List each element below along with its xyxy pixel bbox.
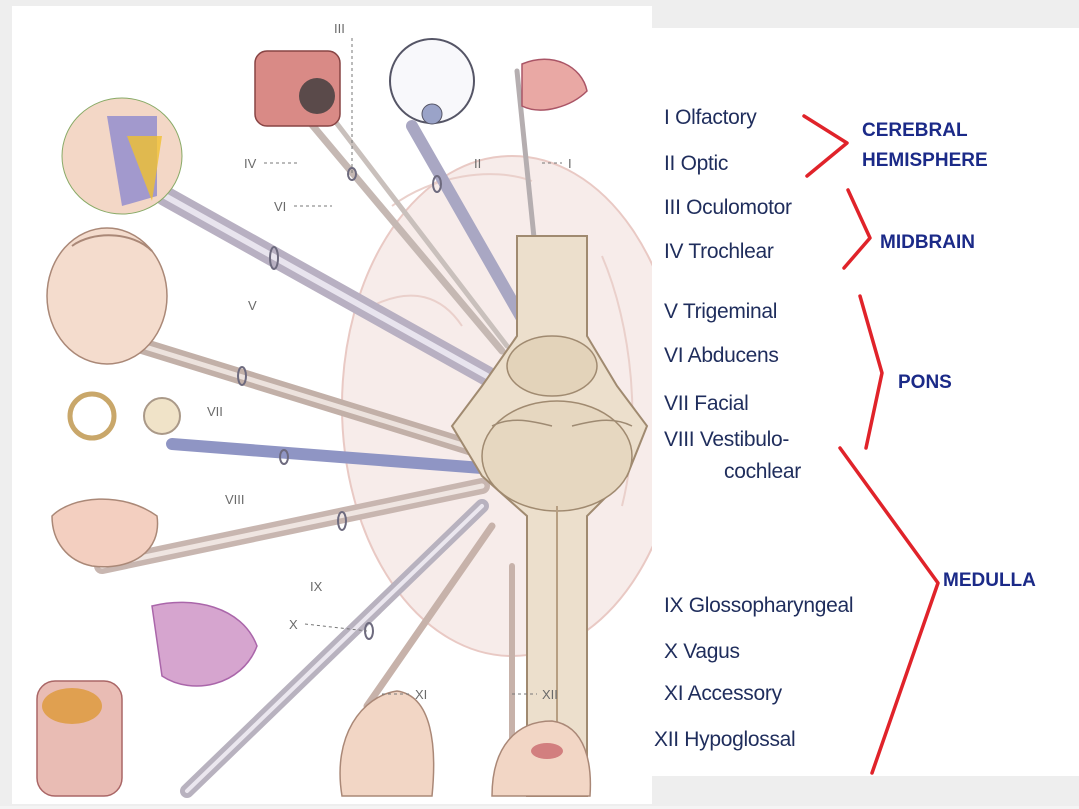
nerve-legend-panel: I Olfactory II Optic III Oculomotor IV T… xyxy=(652,28,1079,776)
viscera-sketch xyxy=(37,602,257,796)
illustration-drawing: III IV VI II I V VII VIII IX X XI XII xyxy=(12,6,652,804)
nerve-label-optic: II Optic xyxy=(664,152,728,175)
region-label-midbrain: MIDBRAIN xyxy=(880,232,975,253)
numeral-vii: VII xyxy=(207,404,223,419)
nasal-sketch xyxy=(522,59,587,110)
bracket-pons xyxy=(860,296,882,448)
mouth-sketch xyxy=(52,499,158,567)
bracket-cerebral xyxy=(804,116,847,176)
region-label-hemisphere: HEMISPHERE xyxy=(862,150,988,171)
nerve-legend: I Olfactory II Optic III Oculomotor IV T… xyxy=(652,28,1079,776)
numeral-viii: VIII xyxy=(225,492,245,507)
nerve-label-vestibulocochlear-line2: cochlear xyxy=(724,460,801,483)
numeral-v: V xyxy=(248,298,257,313)
orbit-sketch xyxy=(255,51,340,126)
numeral-iii: III xyxy=(334,21,345,36)
ear-sketch xyxy=(70,394,180,438)
nerve-label-accessory: XI Accessory xyxy=(664,682,783,705)
bracket-medulla xyxy=(840,448,938,773)
nerve-label-glossopharyngeal: IX Glossopharyngeal xyxy=(664,594,853,617)
cranial-nerve-illustration: III IV VI II I V VII VIII IX X XI XII xyxy=(12,6,652,804)
region-brackets xyxy=(804,116,938,773)
nerve-label-facial: VII Facial xyxy=(664,392,749,415)
tongue-sketch xyxy=(492,721,590,796)
nerve-label-trochlear: IV Trochlear xyxy=(664,240,774,263)
numeral-iv: IV xyxy=(244,156,257,171)
numeral-xi: XI xyxy=(415,687,427,702)
region-label-pons: PONS xyxy=(898,372,952,393)
numeral-ix: IX xyxy=(310,579,323,594)
face-sketch-vii xyxy=(47,228,167,364)
nerve-label-trigeminal: V Trigeminal xyxy=(664,300,777,323)
nerve-label-olfactory: I Olfactory xyxy=(664,106,757,129)
nerve-label-vestibulocochlear: VIII Vestibulo- xyxy=(664,428,789,451)
numeral-ii: II xyxy=(474,156,481,171)
eye-sketch xyxy=(390,39,474,124)
nerve-label-vagus: X Vagus xyxy=(664,640,740,663)
region-label-medulla: MEDULLA xyxy=(943,570,1036,591)
face-sketch-v xyxy=(62,98,182,214)
numeral-i: I xyxy=(568,156,572,171)
nerve-label-abducens: VI Abducens xyxy=(664,344,779,367)
region-label-cerebral: CEREBRAL xyxy=(862,120,968,141)
numeral-xii: XII xyxy=(542,687,558,702)
numeral-x: X xyxy=(289,617,298,632)
nerve-label-hypoglossal: XII Hypoglossal xyxy=(654,728,795,751)
nerve-label-oculomotor: III Oculomotor xyxy=(664,196,792,219)
bracket-midbrain xyxy=(844,190,870,268)
numeral-vi: VI xyxy=(274,199,286,214)
neck-sketch xyxy=(340,691,434,796)
